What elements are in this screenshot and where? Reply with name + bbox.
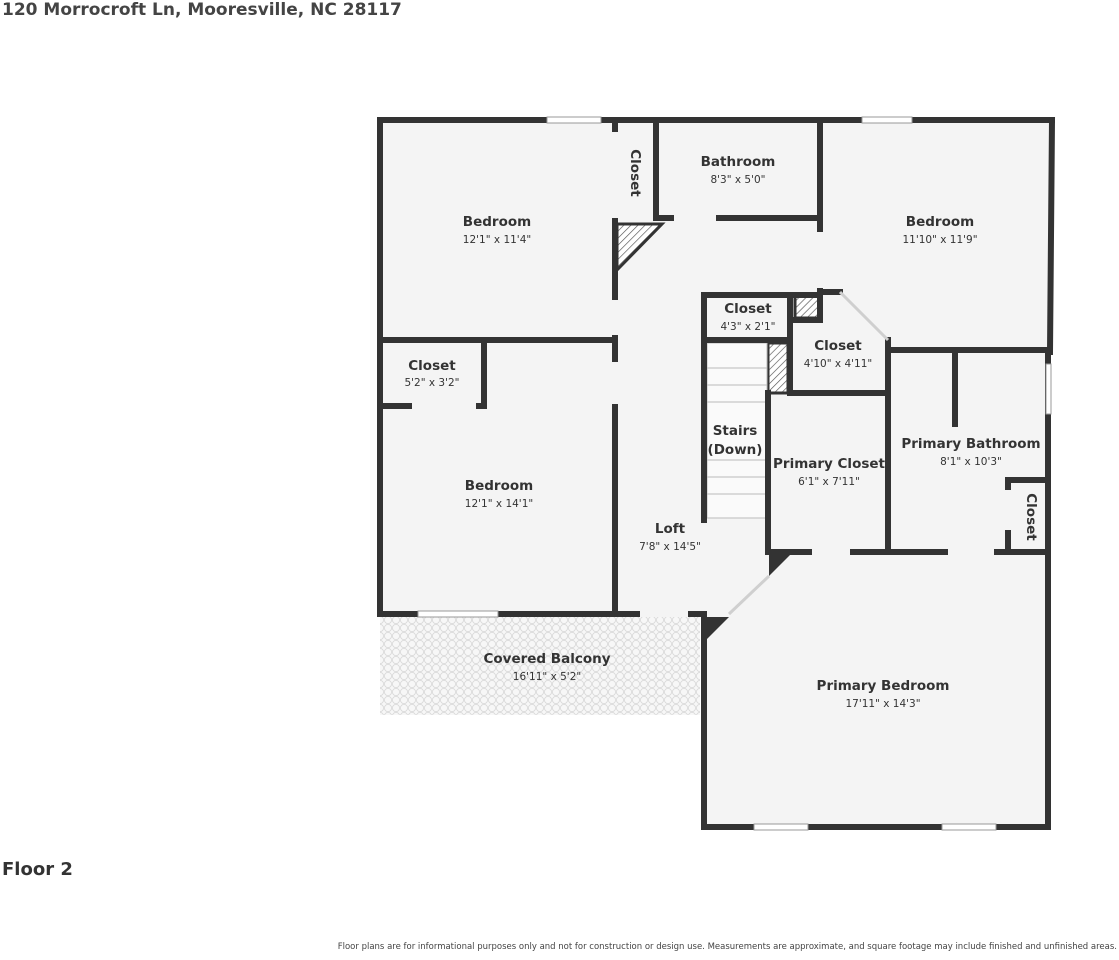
- svg-text:Primary Bathroom: Primary Bathroom: [901, 436, 1040, 452]
- room-primary-closet: Primary Closet 6'1" x 7'11": [773, 456, 886, 488]
- svg-text:4'3" x 2'1": 4'3" x 2'1": [720, 321, 775, 333]
- room-bedroom-nw: Bedroom 12'1" x 11'4": [463, 214, 531, 246]
- property-address: 120 Morrocroft Ln, Mooresville, NC 28117: [2, 0, 402, 20]
- svg-text:12'1" x 14'1": 12'1" x 14'1": [465, 498, 533, 510]
- room-bedroom-w: Bedroom 12'1" x 14'1": [465, 478, 533, 510]
- svg-text:16'11" x 5'2": 16'11" x 5'2": [513, 671, 581, 683]
- room-bathroom: Bathroom 8'3" x 5'0": [701, 154, 776, 186]
- svg-text:Bathroom: Bathroom: [701, 154, 776, 170]
- disclaimer-text: Floor plans are for informational purpos…: [337, 942, 1117, 952]
- svg-text:Bedroom: Bedroom: [906, 214, 974, 230]
- svg-text:Covered Balcony: Covered Balcony: [483, 651, 610, 667]
- staircase: [706, 342, 768, 519]
- door-openings: [412, 132, 1011, 617]
- svg-text:6'1" x 7'11": 6'1" x 7'11": [798, 476, 860, 488]
- room-closet-central-2: Closet 4'10" x 4'11": [804, 338, 872, 370]
- svg-text:7'8" x 14'5": 7'8" x 14'5": [639, 541, 701, 553]
- room-closet-nw: Closet: [627, 149, 643, 197]
- room-stairs: Stairs (Down): [708, 423, 763, 458]
- svg-text:Primary Bedroom: Primary Bedroom: [817, 678, 950, 694]
- svg-text:Closet: Closet: [724, 301, 772, 317]
- svg-text:(Down): (Down): [708, 442, 763, 458]
- room-bedroom-ne: Bedroom 11'10" x 11'9": [902, 214, 977, 246]
- svg-text:8'3" x 5'0": 8'3" x 5'0": [710, 174, 765, 186]
- svg-text:11'10" x 11'9": 11'10" x 11'9": [902, 234, 977, 246]
- room-primary-bedroom: Primary Bedroom 17'11" x 14'3": [817, 678, 950, 710]
- svg-text:17'11" x 14'3": 17'11" x 14'3": [845, 698, 920, 710]
- windows: [417, 116, 1052, 831]
- svg-text:Stairs: Stairs: [713, 423, 758, 439]
- room-covered-balcony: Covered Balcony 16'11" x 5'2": [483, 651, 610, 683]
- svg-text:Loft: Loft: [655, 521, 686, 537]
- room-closet-w: Closet 5'2" x 3'2": [404, 358, 459, 389]
- svg-text:4'10" x 4'11": 4'10" x 4'11": [804, 358, 872, 370]
- svg-text:Closet: Closet: [1023, 493, 1039, 541]
- room-loft: Loft 7'8" x 14'5": [639, 521, 701, 553]
- room-closet-e: Closet: [1023, 493, 1039, 541]
- balcony-floor: [380, 614, 700, 715]
- angled-walls: [727, 290, 890, 616]
- svg-text:Primary Closet: Primary Closet: [773, 456, 886, 472]
- room-closet-central-1: Closet 4'3" x 2'1": [720, 301, 775, 333]
- svg-text:5'2" x 3'2": 5'2" x 3'2": [404, 377, 459, 389]
- svg-text:8'1" x 10'3": 8'1" x 10'3": [940, 456, 1002, 468]
- svg-text:Bedroom: Bedroom: [463, 214, 531, 230]
- svg-text:Closet: Closet: [627, 149, 643, 197]
- svg-text:Bedroom: Bedroom: [465, 478, 533, 494]
- room-primary-bathroom: Primary Bathroom 8'1" x 10'3": [901, 436, 1040, 468]
- svg-text:Closet: Closet: [814, 338, 862, 354]
- floor-label: Floor 2: [2, 859, 73, 880]
- svg-text:12'1" x 11'4": 12'1" x 11'4": [463, 234, 531, 246]
- svg-text:Closet: Closet: [408, 358, 456, 374]
